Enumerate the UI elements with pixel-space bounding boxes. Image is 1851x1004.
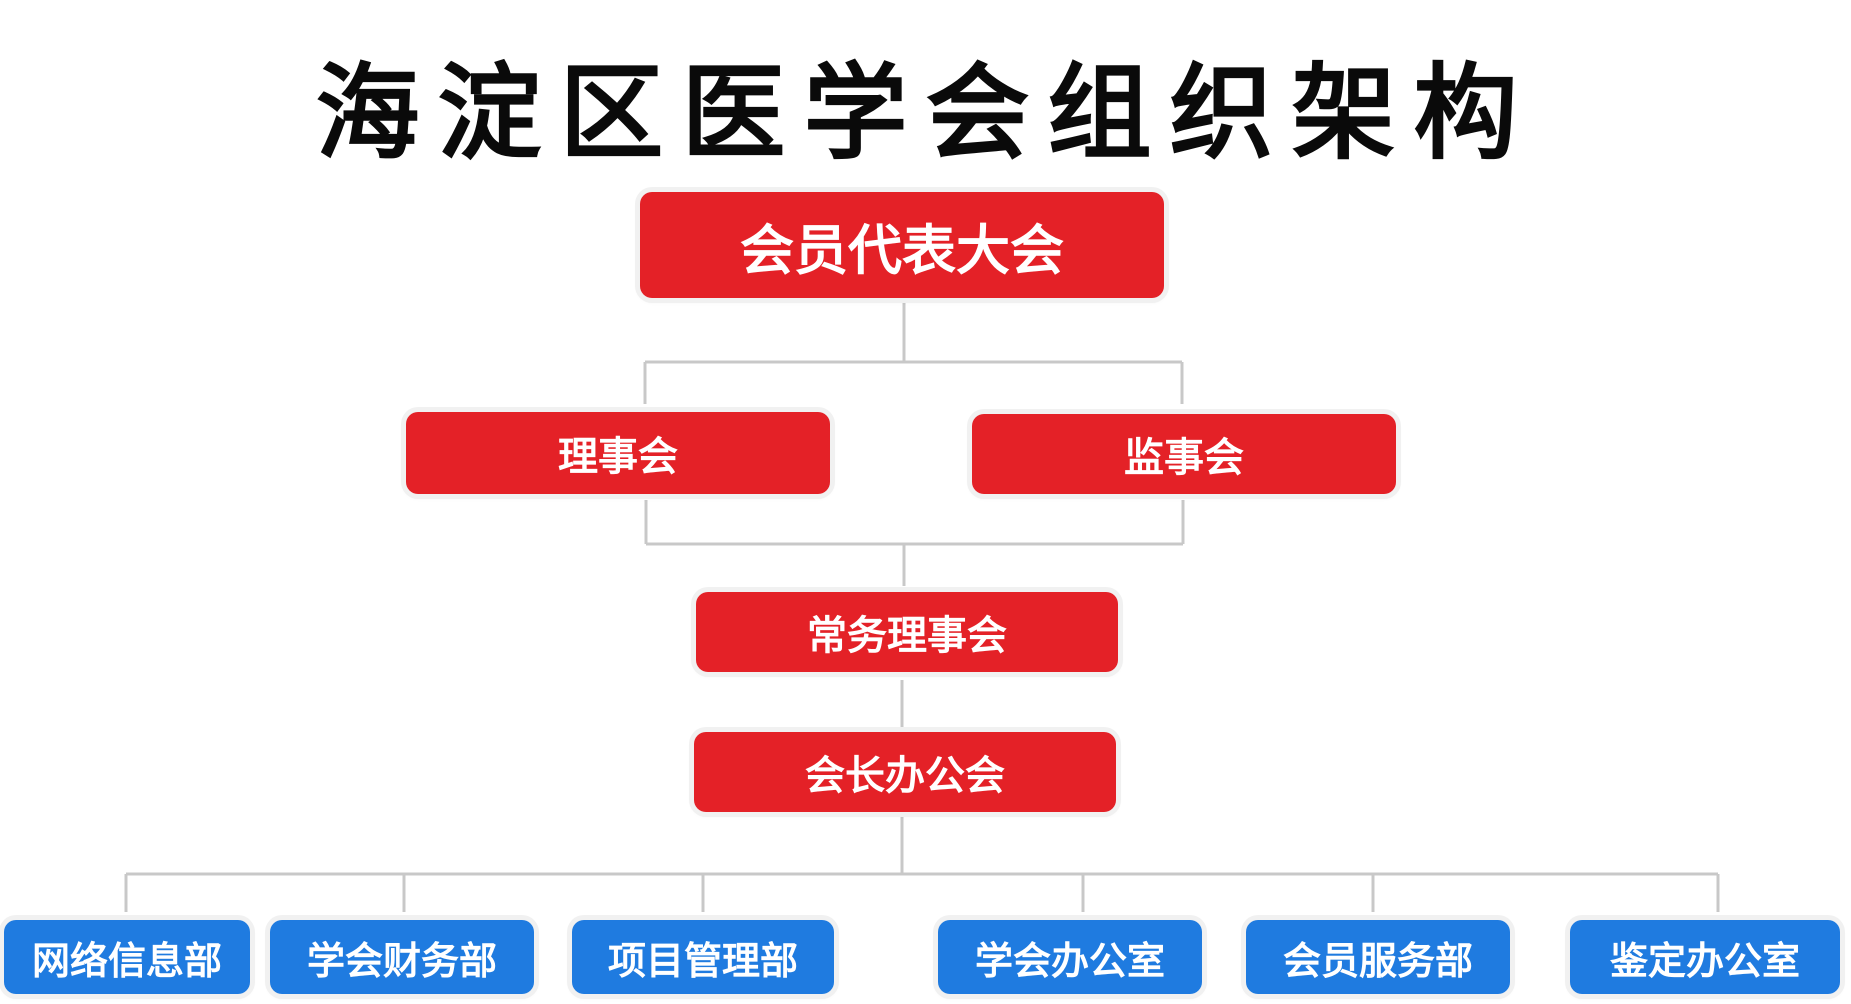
page-title: 海淀区医学会组织架构 [315,52,1536,174]
node-president-office: 会长办公会 [694,732,1116,812]
dept-office: 学会办公室 [938,920,1202,994]
connector-departments [124,816,1720,912]
dept-project-management: 项目管理部 [572,920,834,994]
node-supervisory: 监事会 [972,414,1396,494]
connector-assembly [643,302,1184,404]
dept-member-services: 会员服务部 [1246,920,1510,994]
dept-appraisal-office: 鉴定办公室 [1570,920,1840,994]
node-council: 理事会 [406,412,830,494]
dept-network-info: 网络信息部 [4,920,250,994]
connector-council [644,500,1185,586]
node-standing: 常务理事会 [696,592,1118,672]
dept-finance: 学会财务部 [270,920,534,994]
node-assembly: 会员代表大会 [640,192,1164,298]
